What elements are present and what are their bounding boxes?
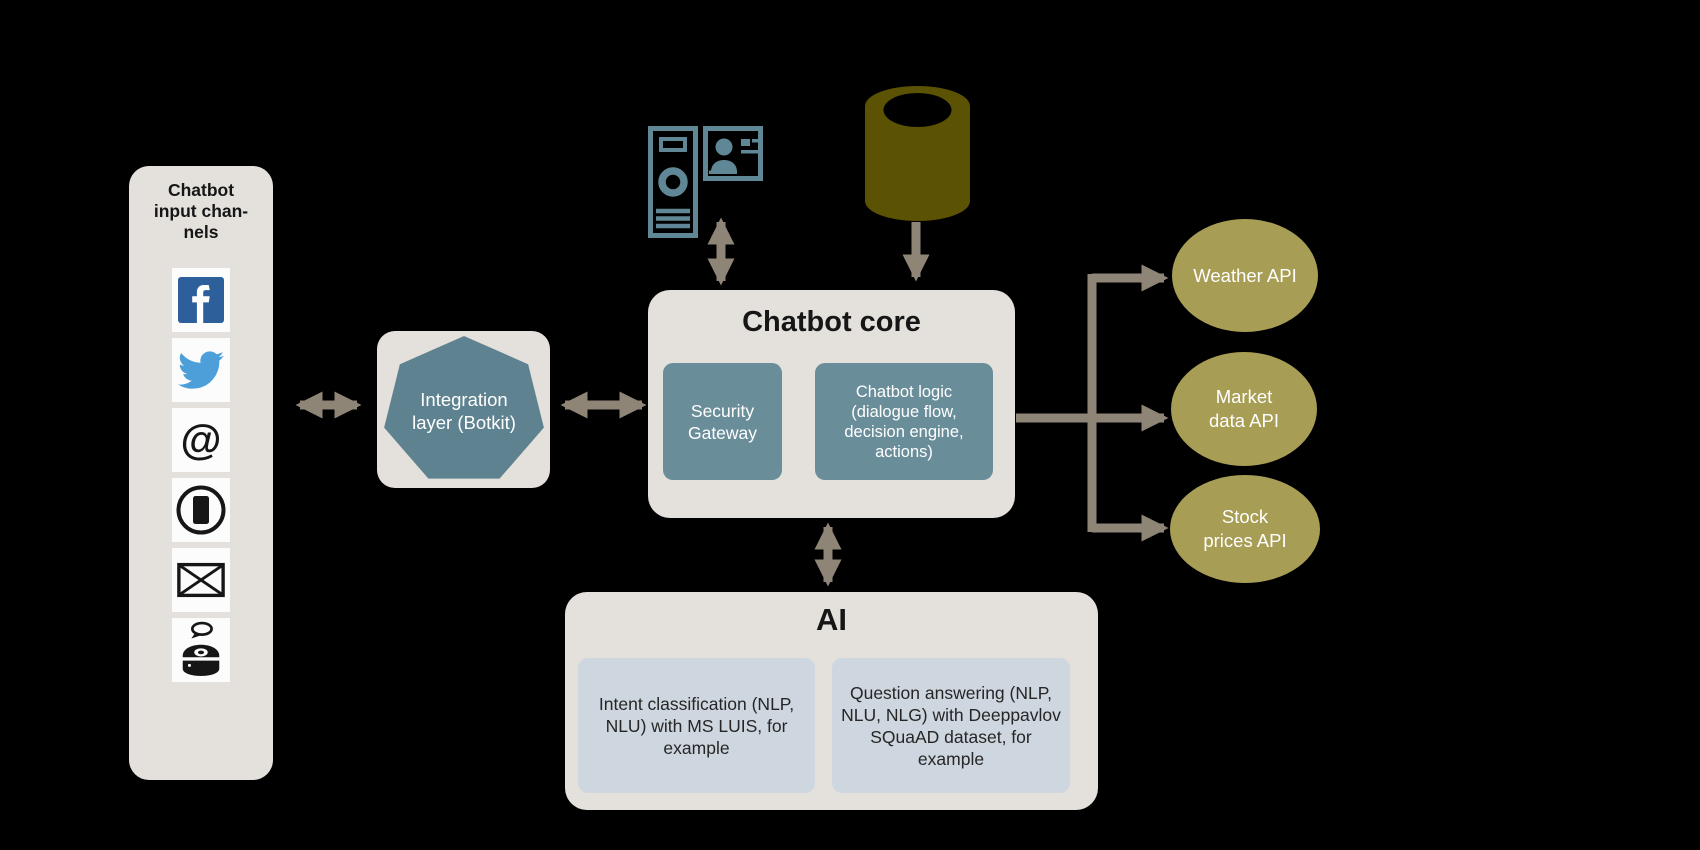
channel-tile-email: @ bbox=[172, 408, 230, 472]
channel-tile-phone bbox=[172, 478, 230, 542]
security-gateway-label: Security Gateway bbox=[687, 400, 758, 443]
chatbot-logic-label: Chatbot logic (dialogue flow, decision e… bbox=[844, 382, 964, 461]
market-data-api-label: Market data API bbox=[1209, 386, 1279, 431]
database-cylinder-icon bbox=[865, 86, 970, 221]
channel-tile-voice-assistant bbox=[172, 618, 230, 682]
intent-classification-label: Intent classification (NLP, NLU) with MS… bbox=[598, 693, 795, 758]
at-sign-icon: @ bbox=[180, 416, 222, 463]
ai-title: AI bbox=[816, 602, 847, 637]
integration-heptagon: Integration layer (Botkit) bbox=[384, 336, 544, 479]
channels-title-line: nels bbox=[183, 222, 219, 242]
chatbot-core-panel: Chatbot core Security Gateway Chatbot lo… bbox=[648, 290, 1015, 518]
phone-icon bbox=[176, 485, 226, 535]
chatbot-logic-node: Chatbot logic (dialogue flow, decision e… bbox=[815, 363, 993, 480]
chatbot-core-title: Chatbot core bbox=[742, 306, 921, 338]
channel-tile-twitter bbox=[172, 338, 230, 402]
smart-speaker-icon bbox=[182, 621, 220, 676]
ai-panel: AI Intent classification (NLP, NLU) with… bbox=[565, 592, 1098, 810]
channel-tile-mail bbox=[172, 548, 230, 612]
server-and-id-card-icon bbox=[648, 126, 763, 238]
mail-envelope-icon bbox=[177, 562, 225, 598]
question-answering-label: Question answering (NLP, NLU, NLG) with … bbox=[841, 682, 1061, 769]
chatbot-input-channels-panel: Chatbot input chan- nels @ bbox=[129, 166, 273, 780]
market-data-api-node: Market data API bbox=[1171, 352, 1317, 466]
stock-prices-api-node: Stock prices API bbox=[1170, 475, 1320, 583]
weather-api-node: Weather API bbox=[1172, 219, 1318, 332]
integration-label: Integration layer (Botkit) bbox=[412, 389, 516, 433]
channels-title-line: Chatbot bbox=[167, 180, 235, 200]
facebook-icon bbox=[178, 277, 224, 323]
security-gateway-node: Security Gateway bbox=[663, 363, 782, 480]
twitter-icon bbox=[178, 351, 224, 389]
question-answering-node: Question answering (NLP, NLU, NLG) with … bbox=[832, 658, 1070, 793]
stock-prices-api-label: Stock prices API bbox=[1203, 506, 1287, 551]
integration-layer-panel: Integration layer (Botkit) bbox=[377, 331, 550, 488]
channels-title-line: input chan- bbox=[153, 201, 249, 221]
weather-api-label: Weather API bbox=[1193, 264, 1297, 286]
channel-tile-facebook bbox=[172, 268, 230, 332]
intent-classification-node: Intent classification (NLP, NLU) with MS… bbox=[578, 658, 815, 793]
channels-title: Chatbot input chan- nels bbox=[129, 180, 273, 243]
